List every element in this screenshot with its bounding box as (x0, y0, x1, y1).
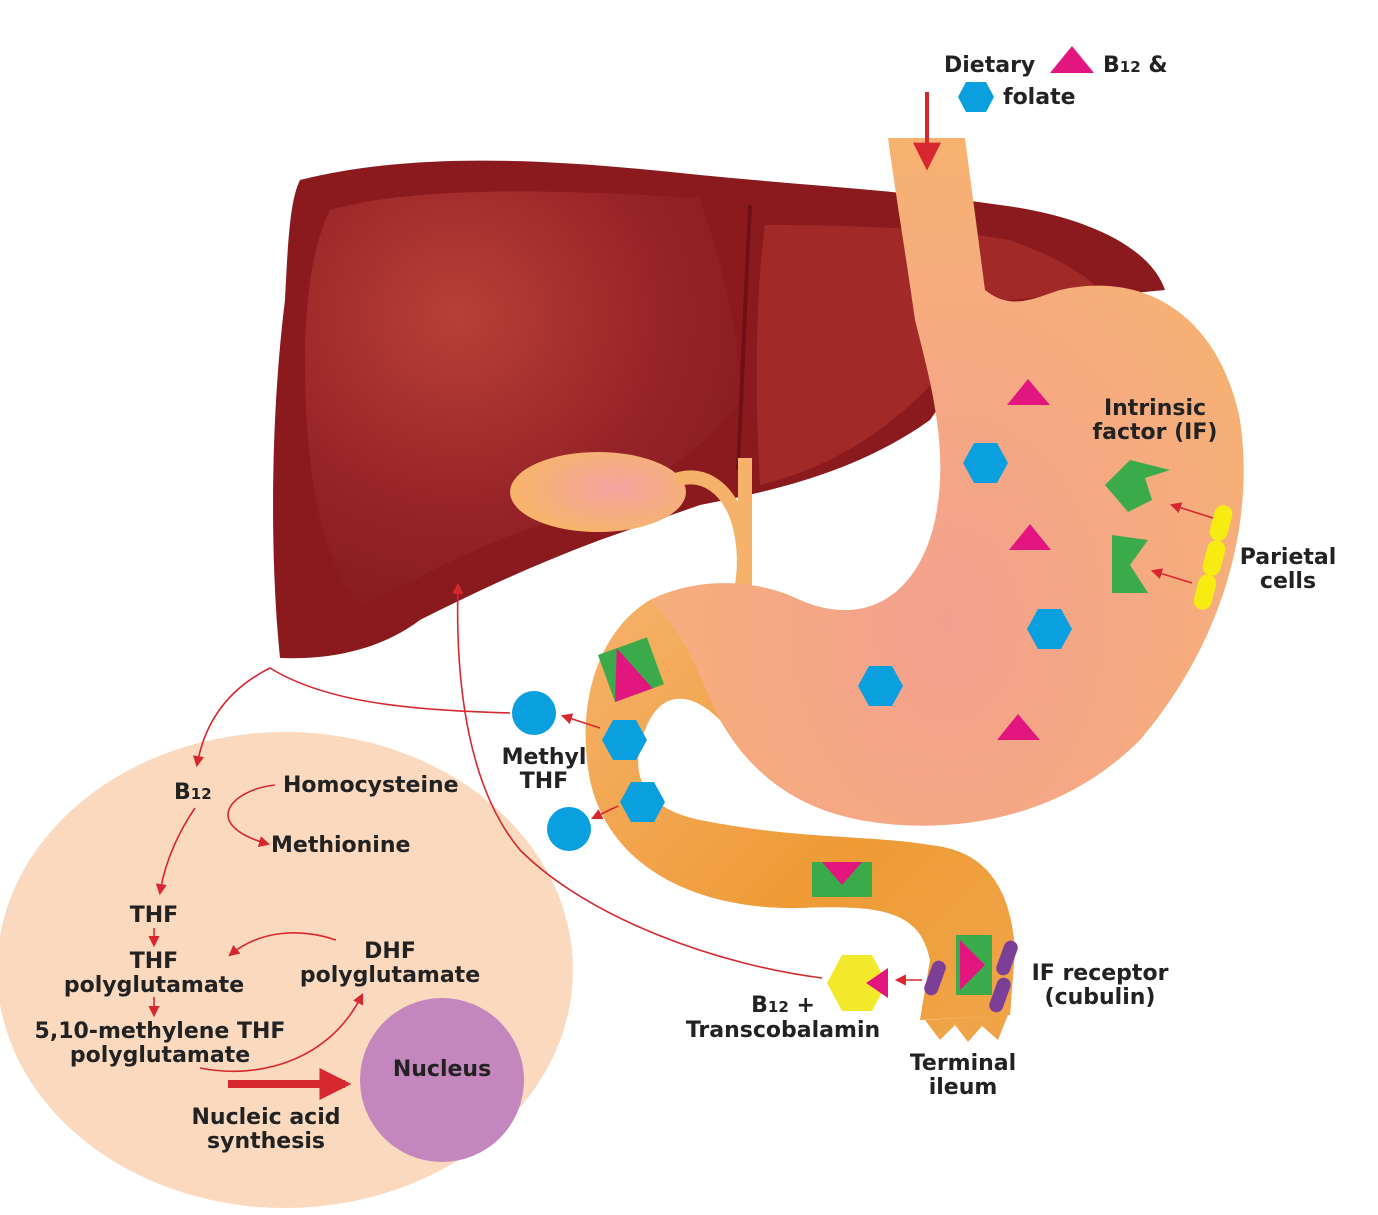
stomach (585, 138, 1244, 1042)
folate-hexagon-icon (958, 82, 994, 112)
folate-hexagon-icon (963, 443, 1008, 483)
b12-triangle-icon (997, 714, 1040, 740)
if-receptor-label: IF receptor(cubulin) (1032, 961, 1169, 1010)
methyl-thf-to-cell-arrow (193, 667, 511, 768)
parietal-to-if-arrow (1169, 502, 1214, 519)
b12-triangle-icon (1009, 524, 1051, 550)
b12-to-thf-arrow (155, 807, 196, 896)
folate-to-methyl-thf-arrow (590, 805, 619, 820)
folate-to-methyl-thf-arrow (560, 713, 601, 729)
folate-hexagon-icon (602, 720, 647, 760)
transcobalamin-to-liver-arrow (452, 582, 823, 979)
dhf-to-thf-arrow (228, 932, 337, 957)
methyl-thf-circle (512, 691, 556, 735)
homocysteine-to-methionine-arrow (227, 784, 276, 847)
if-receptor-complex (924, 935, 1018, 1013)
thf-label: THF (130, 903, 178, 928)
b12-transcobalamin-complex (827, 955, 888, 1011)
intrinsic-factor-icon (1112, 535, 1148, 593)
methylene-to-dhf-arrow (199, 992, 364, 1073)
gallbladder (510, 452, 752, 587)
b12-legend-label: B12 & (1103, 53, 1168, 78)
folate-legend-label: folate (1003, 85, 1076, 110)
folate-hexagon-icon (858, 666, 903, 706)
parietal-to-if-arrow (1150, 568, 1193, 584)
folate-hexagon-icon (620, 782, 665, 822)
b12-if-complex (597, 637, 664, 703)
nucleus-label: Nucleus (393, 1057, 491, 1082)
b12-if-complex (812, 862, 872, 897)
dietary-label: Dietary (944, 53, 1035, 78)
b12-transcobalamin-label: B12 +Transcobalamin (686, 993, 880, 1043)
methionine-label: Methionine (271, 833, 410, 858)
b12-label: B12 (174, 780, 212, 805)
homocysteine-label: Homocysteine (283, 773, 459, 798)
intrinsic-factor-icon (1105, 460, 1170, 512)
b12-triangle-icon (1050, 46, 1094, 73)
nucleus (360, 998, 524, 1162)
folate-hexagon-icon (1027, 609, 1072, 649)
b12-triangle-icon (1007, 379, 1050, 405)
methyl-thf-circle (547, 807, 591, 851)
parietal-cells (1193, 505, 1233, 610)
